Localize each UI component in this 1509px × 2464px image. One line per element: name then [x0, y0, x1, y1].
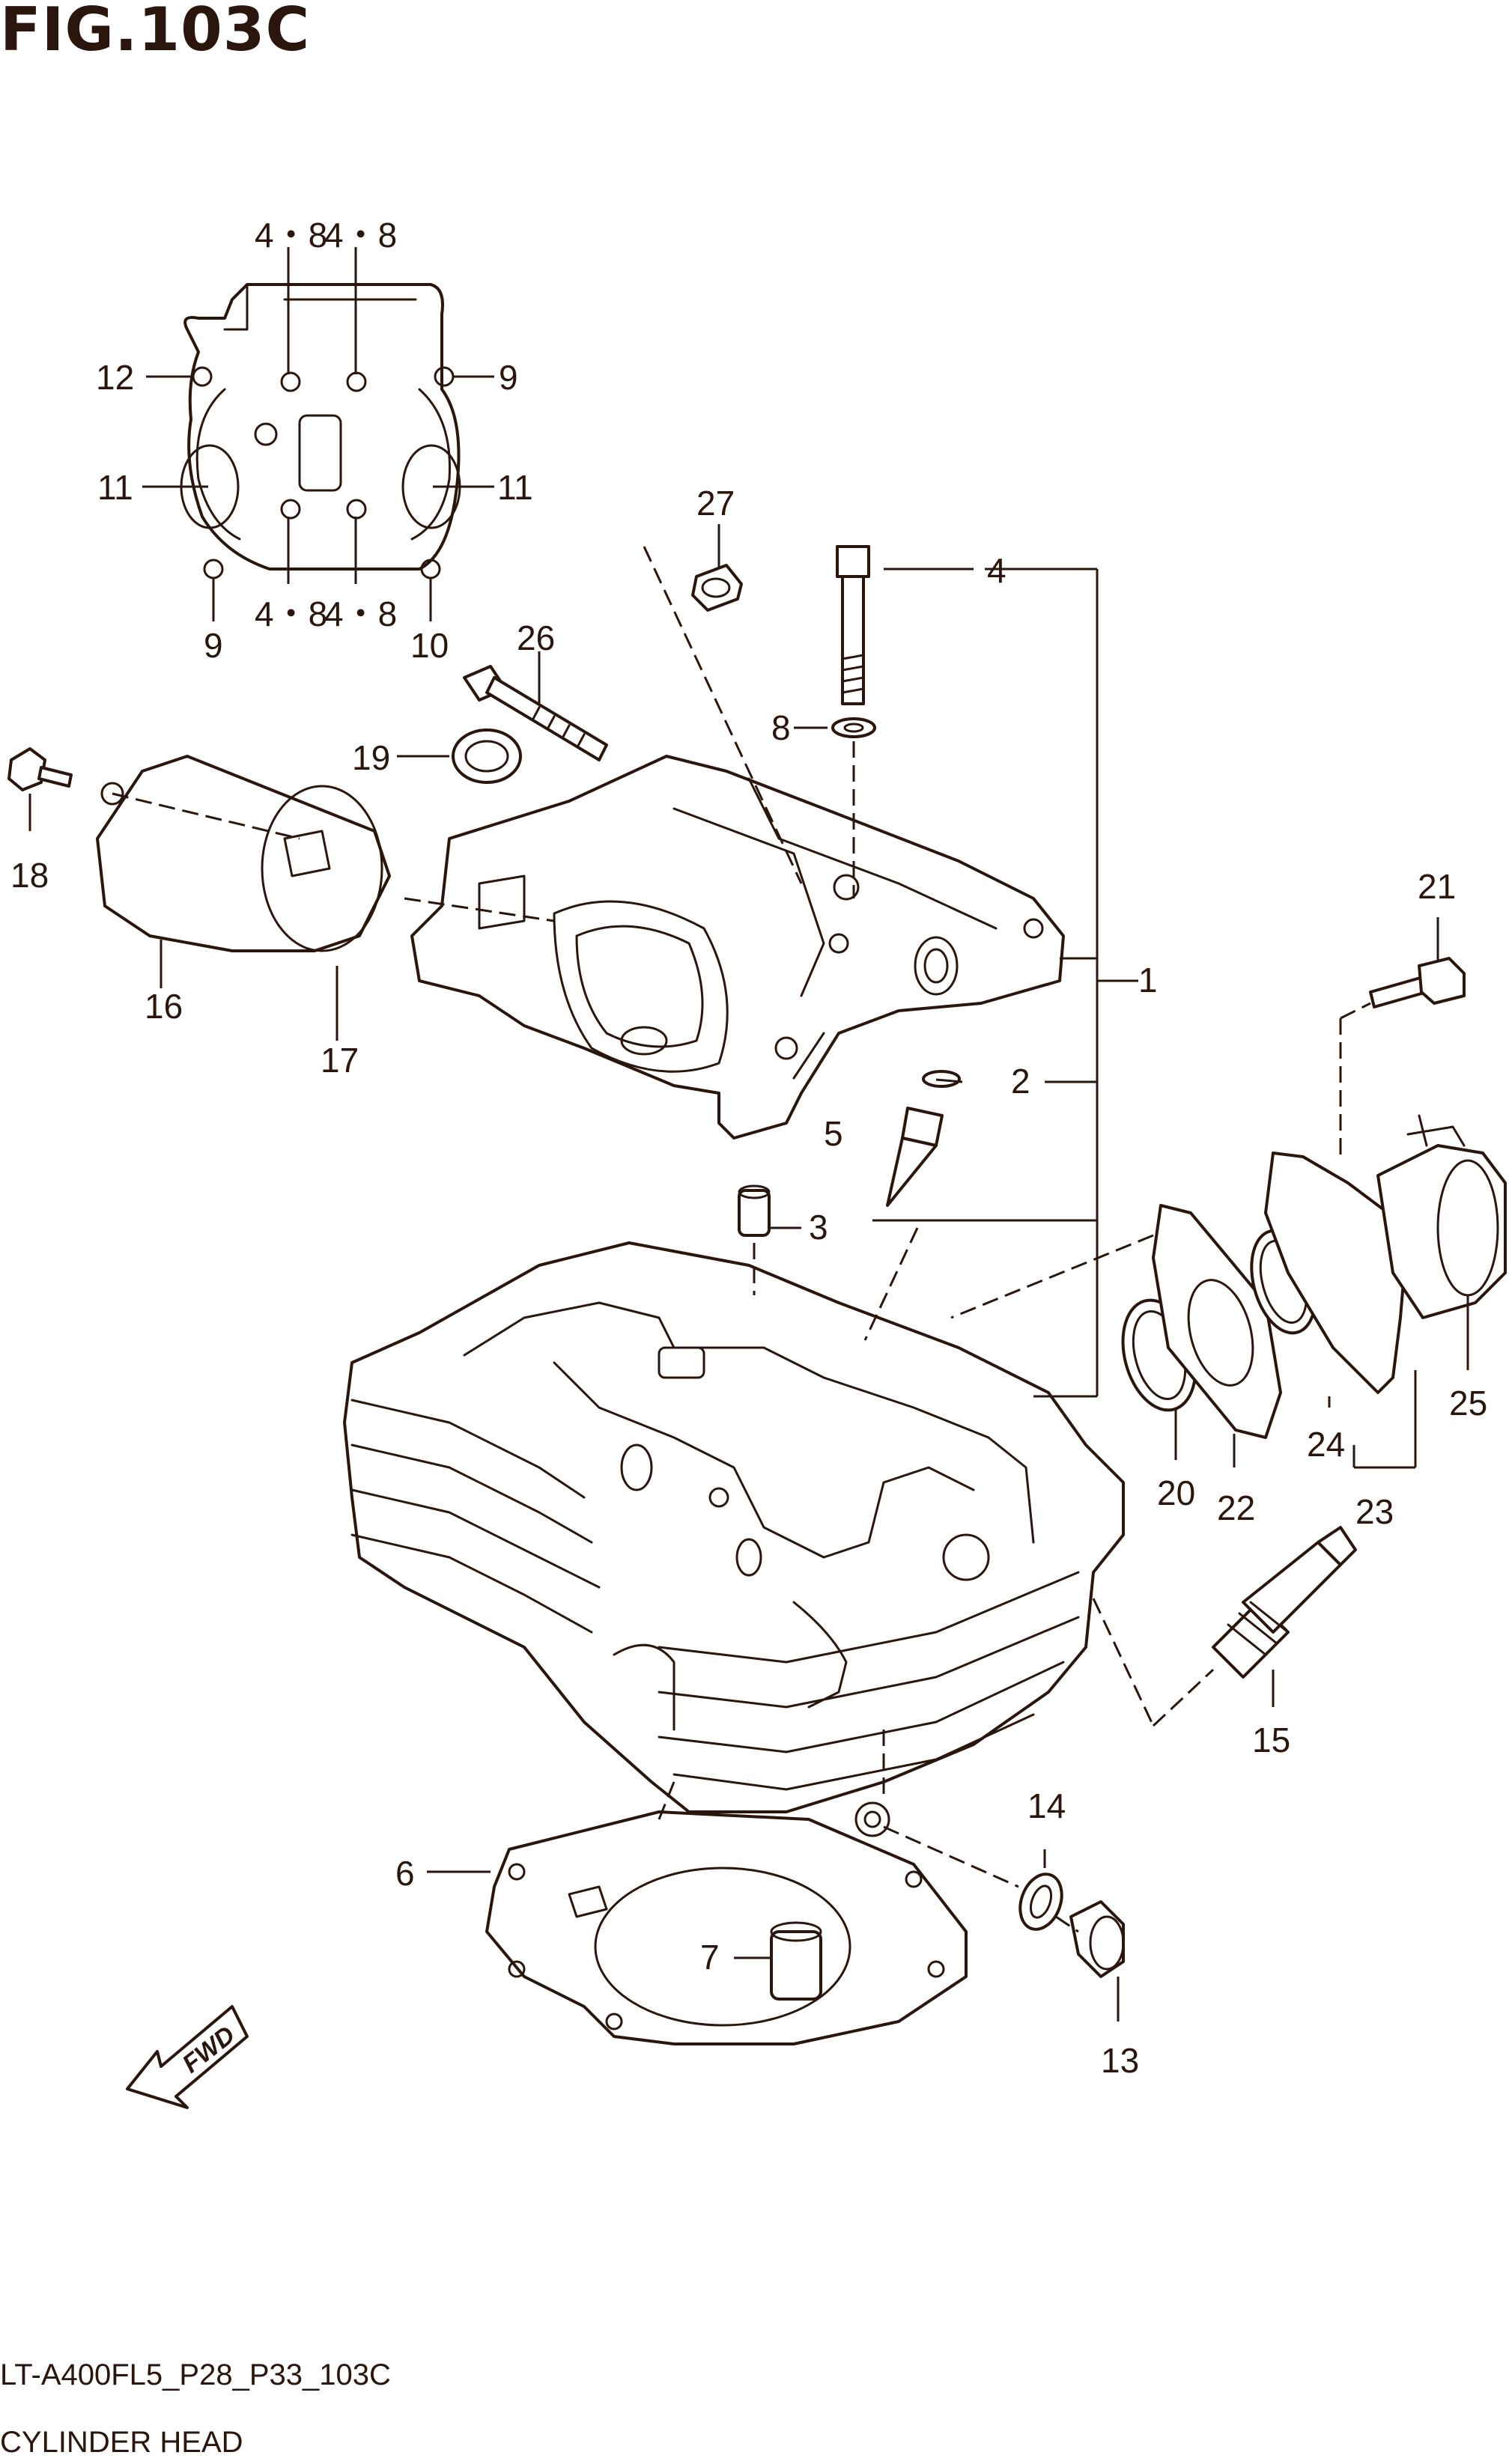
figure-code: LT-A400FL5_P28_P33_103C	[0, 2358, 391, 2391]
o-ring-small	[922, 1070, 961, 1088]
gasket-washer	[1018, 1873, 1063, 1931]
cylinder-head-cover	[410, 755, 1065, 1140]
callout-22: 22	[1217, 1488, 1255, 1527]
callout-11-right: 11	[497, 468, 533, 507]
oil-seal	[452, 728, 522, 784]
callout-10: 10	[410, 626, 449, 665]
spark-plug	[1212, 1526, 1357, 1679]
callout-9-right: 9	[499, 358, 518, 397]
callouts: 4・8 4・8 4・8 4・8 12 9 11 11 9 10 27 4 8 2…	[10, 216, 1487, 2080]
callout-9-bottom: 9	[204, 626, 223, 665]
callout-17: 17	[321, 1041, 359, 1080]
callout-16: 16	[145, 987, 183, 1026]
dowel-pin-upper	[738, 1184, 771, 1237]
callout-7: 7	[700, 1938, 720, 1977]
figure-name: CYLINDER HEAD	[0, 2426, 243, 2459]
callout-23: 23	[1355, 1492, 1394, 1531]
callout-15: 15	[1252, 1721, 1290, 1759]
callout-20: 20	[1157, 1473, 1195, 1512]
callout-4: 4	[987, 551, 1006, 590]
callout-4-8-bottom-left: 4・8	[255, 594, 327, 633]
cylinder-head-gasket	[485, 1810, 968, 2045]
bolt-pattern-detail	[180, 283, 461, 580]
callout-24: 24	[1307, 1425, 1345, 1464]
cap-nut	[691, 564, 743, 612]
fwd-arrow: FWD	[126, 2005, 249, 2109]
dowel-pin	[770, 1921, 822, 2001]
valve-guide	[886, 1107, 944, 1207]
callout-18: 18	[10, 856, 49, 895]
figure-title: FIG.103C	[0, 0, 311, 64]
callout-6: 6	[395, 1854, 415, 1893]
callout-12: 12	[96, 358, 134, 397]
cylinder-head-bolt	[831, 545, 876, 738]
intake-pipe-assembly	[1121, 1114, 1507, 1439]
drain-plug	[1069, 1900, 1125, 1978]
callout-19: 19	[352, 738, 390, 777]
callout-4-8-bottom-right: 4・8	[324, 594, 397, 633]
callout-4-8-top-right: 4・8	[324, 216, 397, 255]
callout-4-8-top-left: 4・8	[255, 216, 327, 255]
callout-25: 25	[1449, 1384, 1487, 1423]
bolt-pattern-leaders	[142, 247, 494, 621]
callout-8: 8	[771, 708, 791, 747]
callout-21: 21	[1418, 867, 1456, 906]
callout-14: 14	[1027, 1786, 1066, 1825]
callout-13: 13	[1101, 2041, 1139, 2080]
leader-lines	[28, 524, 1469, 2022]
cap-bolt	[7, 747, 73, 791]
callout-2: 2	[1011, 1062, 1030, 1101]
cylinder-head-body	[343, 1241, 1125, 1837]
long-bolt	[463, 665, 608, 761]
camshaft-end-cap	[96, 755, 391, 952]
callout-27: 27	[696, 484, 735, 523]
callout-11-left: 11	[97, 468, 133, 507]
callout-3: 3	[809, 1208, 828, 1247]
callout-1: 1	[1138, 961, 1158, 1000]
intake-screw	[1369, 957, 1466, 1009]
callout-5: 5	[824, 1114, 843, 1153]
callout-26: 26	[517, 618, 555, 657]
